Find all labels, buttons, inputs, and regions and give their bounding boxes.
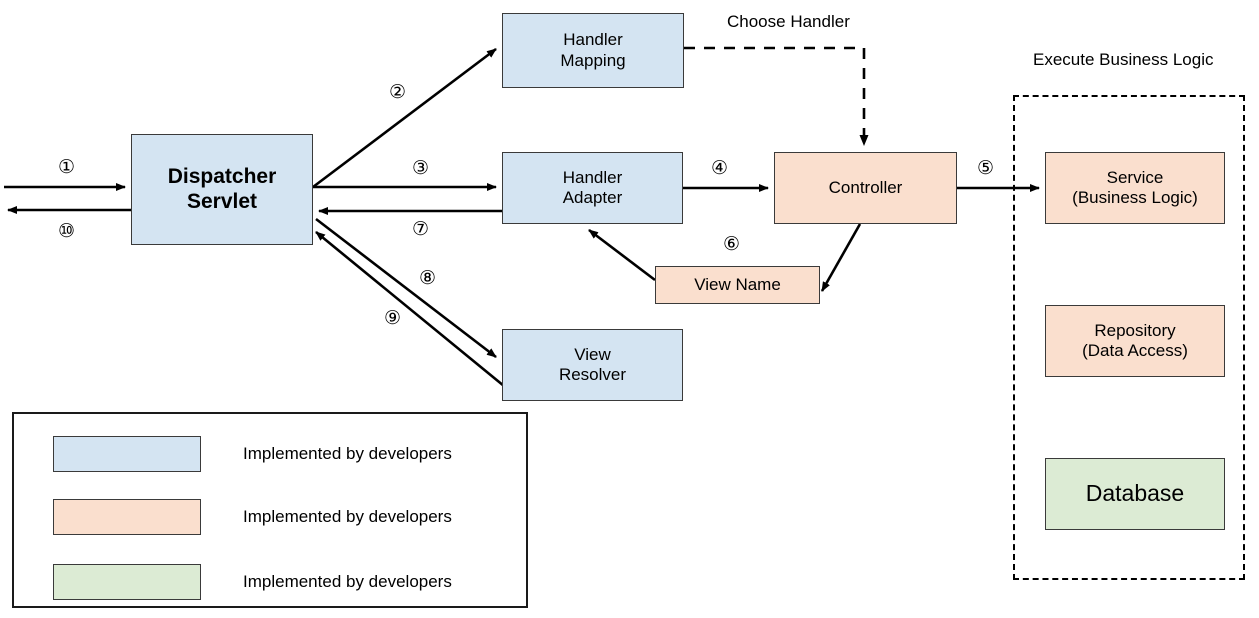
node-handler-adapter[interactable]: Handler Adapter <box>502 152 683 224</box>
legend-item: Implemented by developers <box>53 436 452 472</box>
legend-swatch-peach <box>53 499 201 535</box>
step-number-2: ② <box>389 82 407 103</box>
step-number-9: ⑨ <box>384 308 402 329</box>
legend-item: Implemented by developers <box>53 499 452 535</box>
node-repository[interactable]: Repository (Data Access) <box>1045 305 1225 377</box>
dashed-choose-handler-connector <box>684 46 869 146</box>
step-number-10: ⑩ <box>58 221 76 242</box>
legend-label: Implemented by developers <box>243 572 452 591</box>
group-execute-business-logic <box>1013 95 1245 580</box>
arrow-view-name-to-handler-adapter <box>588 228 656 282</box>
step-number-6: ⑥ <box>723 234 741 255</box>
step-number-1: ① <box>58 157 76 178</box>
legend-swatch-blue <box>53 436 201 472</box>
step-number-3: ③ <box>412 158 430 179</box>
legend-swatch-green <box>53 564 201 600</box>
arrow-view-resolver-to-dispatcher <box>315 230 505 388</box>
node-handler-mapping[interactable]: Handler Mapping <box>502 13 684 88</box>
arrow-controller-to-view-name <box>820 223 862 292</box>
legend-panel: Implemented by developers Implemented by… <box>12 412 528 608</box>
node-view-resolver[interactable]: View Resolver <box>502 329 683 401</box>
step-number-8: ⑧ <box>419 268 437 289</box>
node-database[interactable]: Database <box>1045 458 1225 530</box>
node-dispatcher-servlet[interactable]: Dispatcher Servlet <box>131 134 313 245</box>
legend-label: Implemented by developers <box>243 507 452 526</box>
legend-item: Implemented by developers <box>53 564 452 600</box>
step-number-4: ④ <box>711 158 729 179</box>
arrow-dispatcher-to-handler-mapping <box>312 47 497 189</box>
node-controller[interactable]: Controller <box>774 152 957 224</box>
step-number-7: ⑦ <box>412 219 430 240</box>
label-choose-handler: Choose Handler <box>727 12 850 31</box>
arrow-dispatcher-to-view-resolver <box>315 217 497 359</box>
node-view-name[interactable]: View Name <box>655 266 820 304</box>
step-number-5: ⑤ <box>977 158 995 179</box>
legend-label: Implemented by developers <box>243 444 452 463</box>
node-service[interactable]: Service (Business Logic) <box>1045 152 1225 224</box>
label-execute-business-logic: Execute Business Logic <box>1033 50 1214 69</box>
